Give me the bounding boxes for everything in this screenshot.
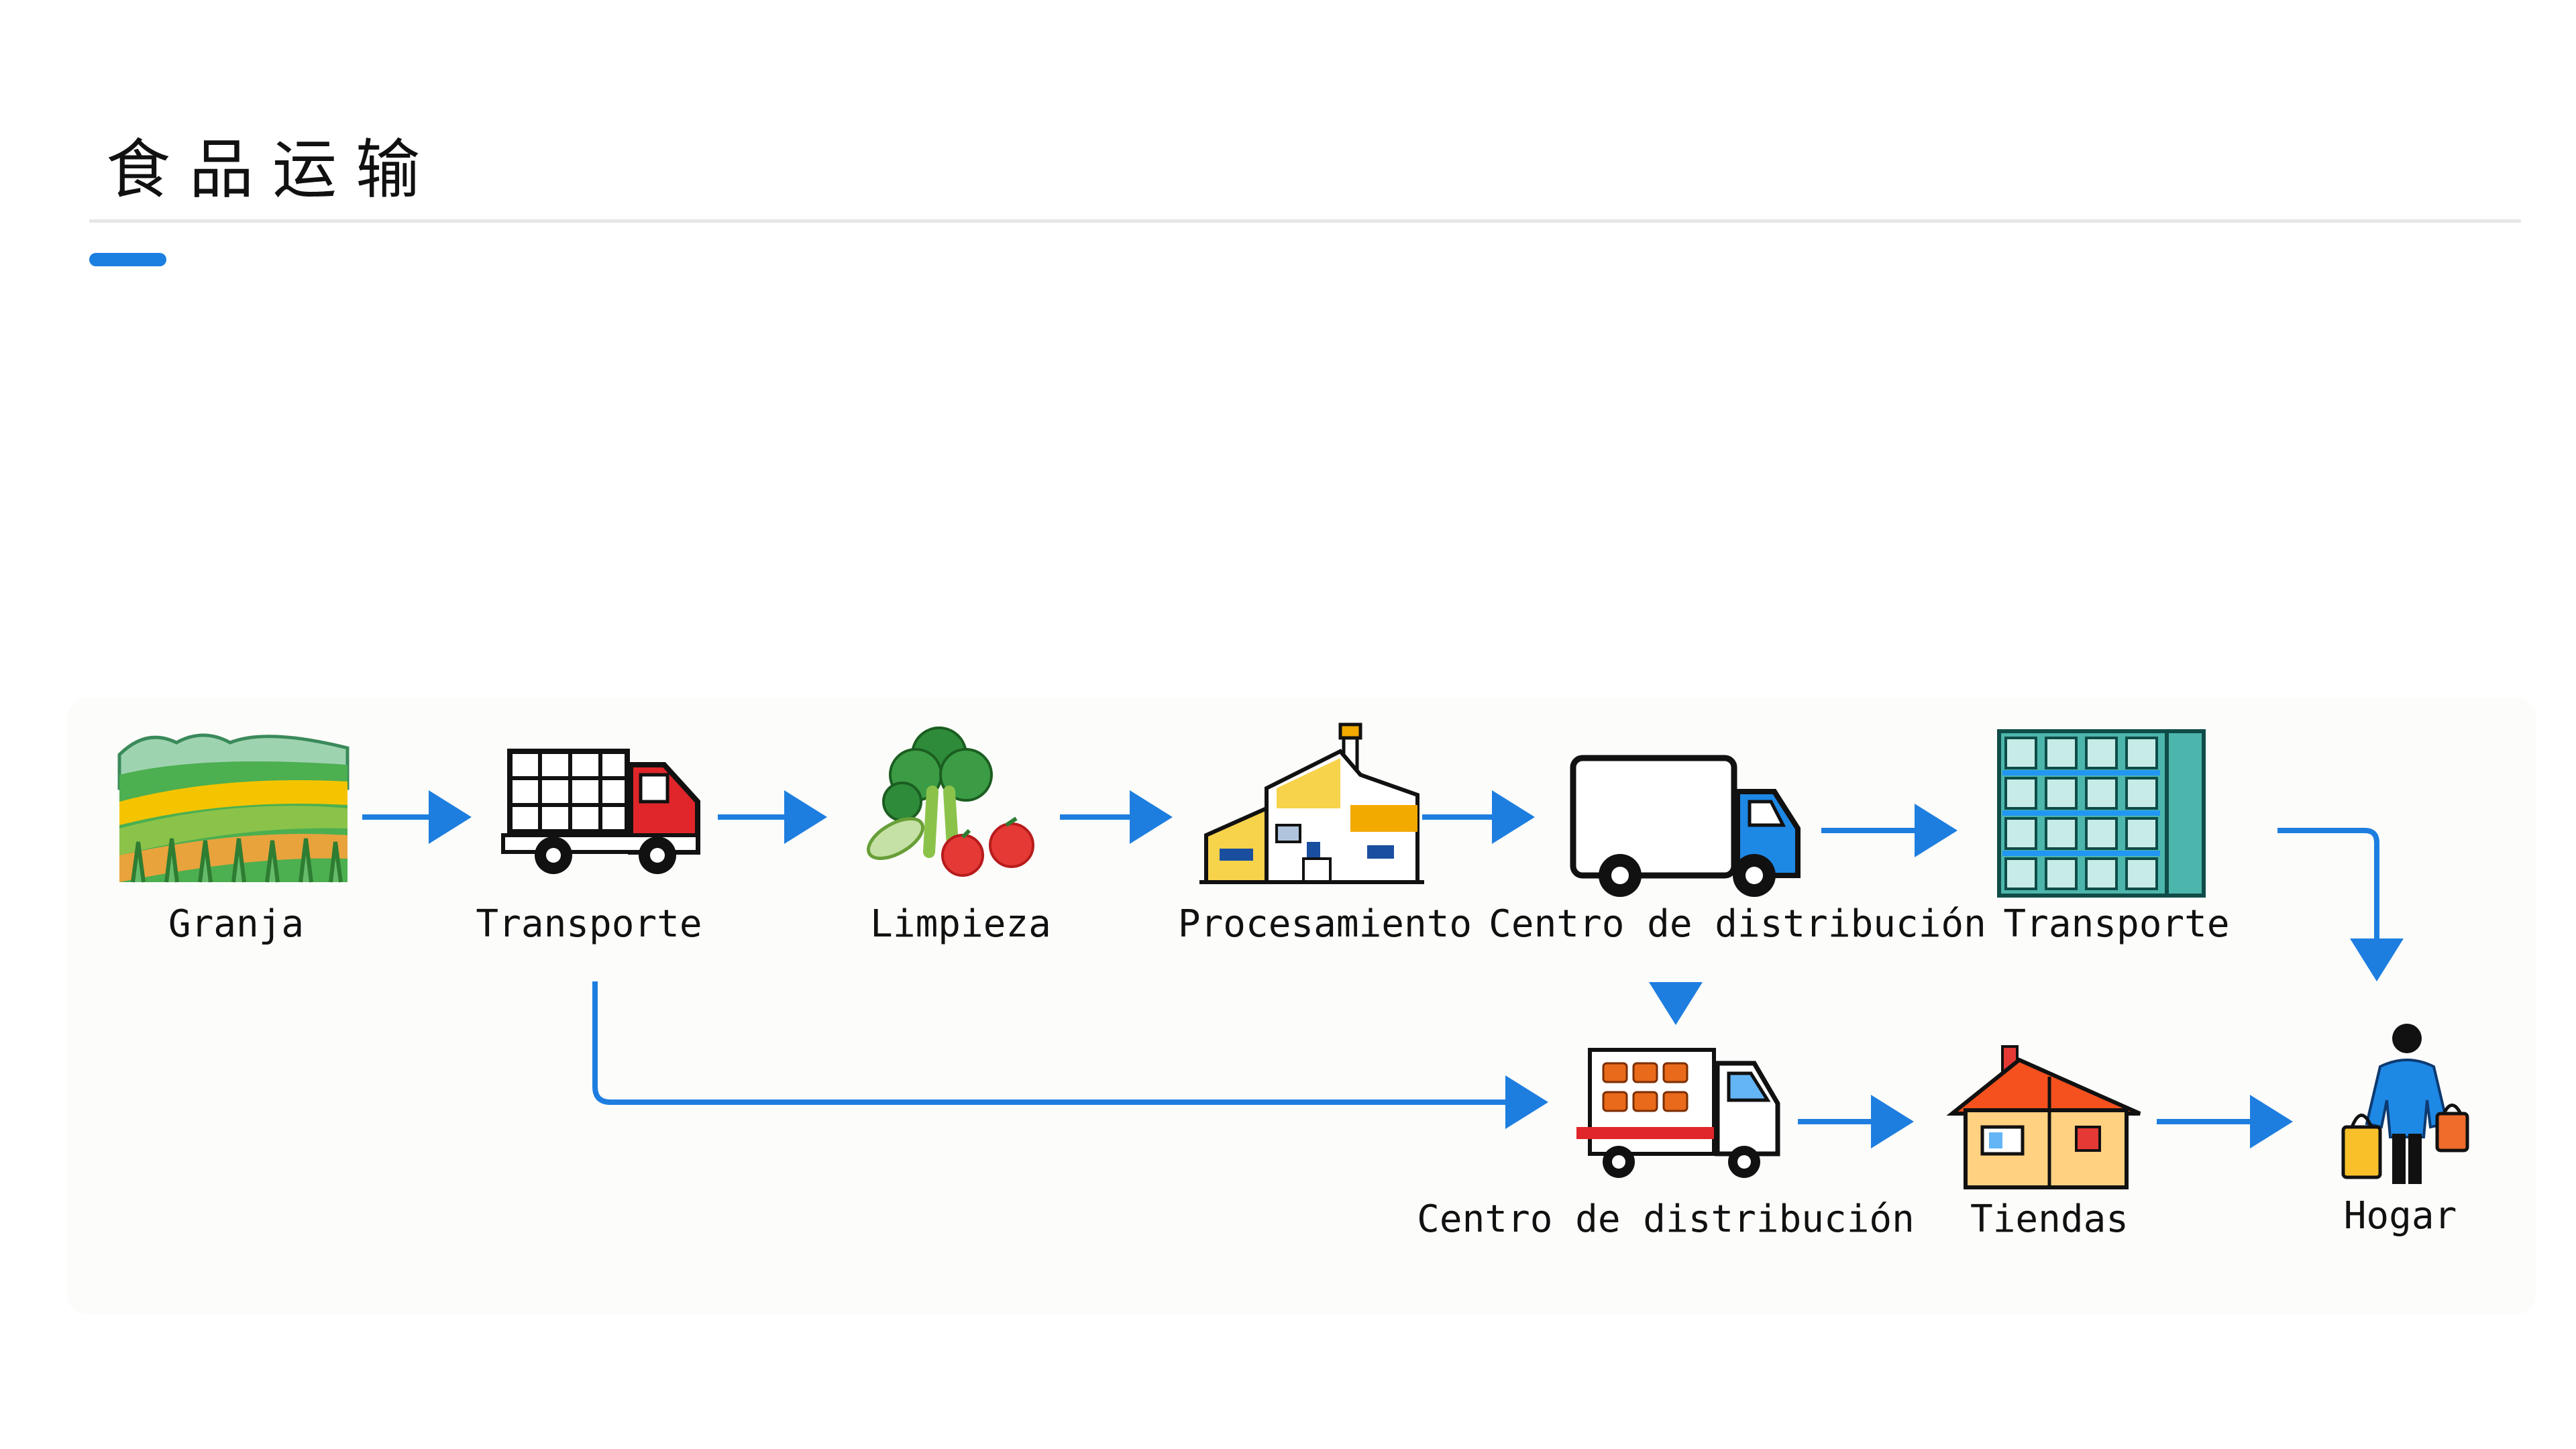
store-house-icon — [1946, 1045, 2141, 1189]
vegetables-icon — [867, 727, 1034, 877]
label-tiendas: Tiendas — [1970, 1197, 2129, 1241]
arrow-transporte-centro2 — [592, 981, 1548, 1129]
label-procesamiento: Procesamiento — [1177, 902, 1472, 946]
label-granja: Granja — [168, 902, 305, 946]
shopper-person-icon — [2341, 1024, 2469, 1184]
arrow-transporte-hogar — [2277, 828, 2404, 981]
delivery-truck-icon — [1570, 755, 1801, 897]
farm-icon — [117, 733, 350, 883]
label-centro-distribucion-2: Centro de distribución — [1417, 1197, 1915, 1241]
page-title: 食品运输 — [106, 132, 439, 207]
title-accent-bar — [89, 253, 166, 266]
title-divider — [89, 219, 2521, 223]
label-limpieza: Limpieza — [870, 902, 1051, 946]
label-transporte-1: Transporte — [476, 902, 702, 946]
factory-icon — [1199, 722, 1424, 884]
cargo-truck-icon — [1576, 1048, 1780, 1178]
label-hogar: Hogar — [2343, 1194, 2457, 1238]
warehouse-icon — [1997, 729, 2206, 898]
label-transporte-2: Transporte — [2003, 902, 2230, 946]
truck-icon — [501, 749, 700, 874]
label-centro-distribucion-1: Centro de distribución — [1489, 902, 1986, 946]
